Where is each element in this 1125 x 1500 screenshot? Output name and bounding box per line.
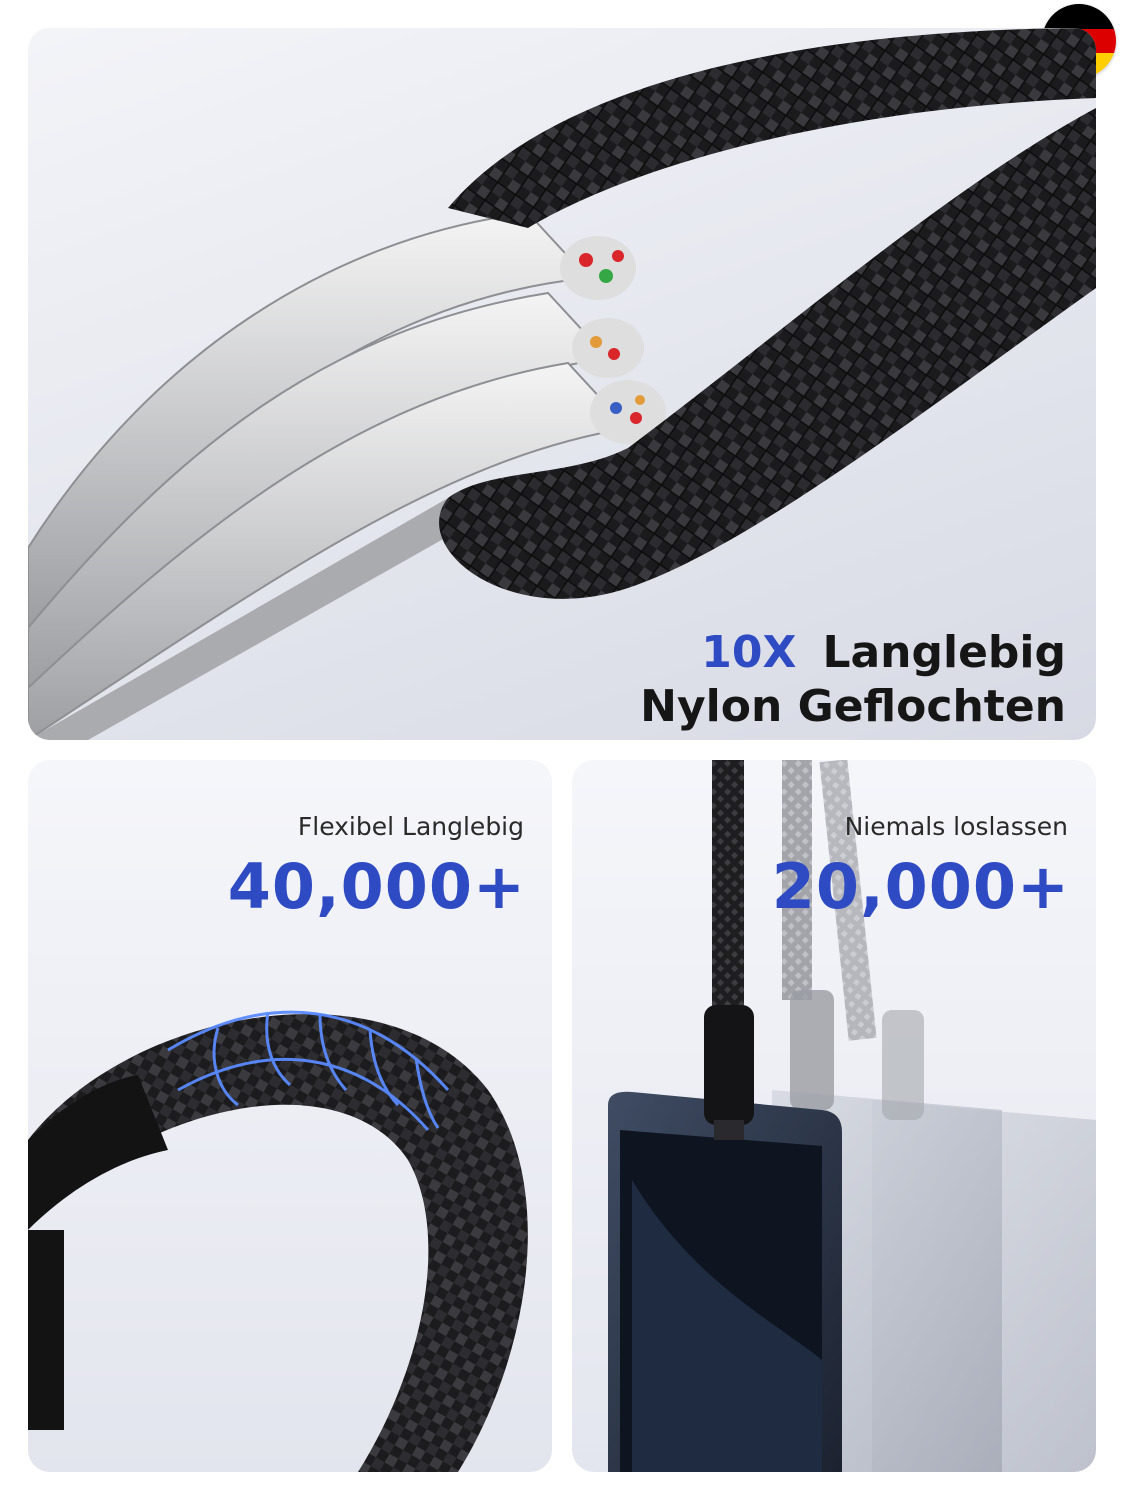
material-label: Nylon Geflochten (640, 681, 1066, 732)
cable-bend-illustration (28, 1010, 528, 1472)
bend-test-panel: Flexibel Langlebig 40,000+ (28, 760, 552, 1472)
bend-test-subtitle: Flexibel Langlebig (297, 812, 524, 841)
durability-multiplier: 10X (701, 627, 797, 678)
braided-cable-illustration (28, 28, 1096, 740)
plug-test-subtitle: Niemals loslassen (844, 812, 1068, 841)
durability-label: Langlebig (822, 627, 1066, 678)
plug-test-panel: Niemals loslassen 20,000+ (572, 760, 1096, 1472)
durability-headline: 10X Langlebig Nylon Geflochten (640, 626, 1066, 734)
bend-test-value: 40,000+ (227, 850, 526, 923)
plug-test-value: 20,000+ (771, 850, 1070, 923)
durability-hero-panel: 10X Langlebig Nylon Geflochten (28, 28, 1096, 740)
phone-plug-illustration (608, 760, 1096, 1472)
